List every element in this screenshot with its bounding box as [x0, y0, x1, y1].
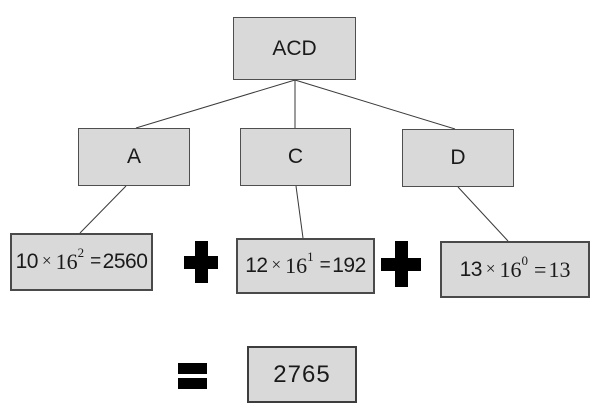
equals-sign: = [90, 251, 101, 272]
formula-c-base: 16 [285, 253, 308, 278]
node-acd: ACD [233, 17, 356, 80]
formula-d-result: 13 [548, 256, 571, 282]
equals-top-bar [178, 363, 207, 374]
equals-sign: = [319, 255, 331, 276]
node-c-label: C [287, 145, 304, 168]
multiply-sign: × [41, 251, 52, 270]
multiply-sign: × [271, 255, 282, 274]
formula-d-coeff: 13 [459, 257, 483, 281]
formula-d-base: 16 [499, 256, 522, 282]
multiply-sign: × [485, 258, 496, 278]
result-value: 2765 [273, 360, 331, 388]
formula-c-result: 192 [332, 254, 366, 277]
plus-vertical-bar [394, 241, 408, 287]
node-digit-d: D [402, 129, 514, 187]
node-digit-c: C [240, 128, 351, 186]
plus-icon [184, 241, 218, 283]
node-acd-label: ACD [272, 36, 317, 60]
node-d-label: D [450, 146, 466, 169]
plus-icon [381, 241, 421, 287]
equals-sign: = [534, 256, 547, 282]
node-digit-a: A [78, 128, 190, 186]
equals-icon [178, 363, 207, 389]
equals-bottom-bar [178, 378, 207, 389]
plus-vertical-bar [194, 241, 208, 283]
formula-a-result: 2560 [102, 250, 148, 273]
result-box: 2765 [247, 346, 357, 403]
formula-a-coeff: 10 [15, 250, 39, 273]
formula-a-base: 16 [55, 249, 78, 274]
node-a-label: A [126, 145, 141, 168]
formula-c-coeff: 12 [245, 254, 268, 277]
